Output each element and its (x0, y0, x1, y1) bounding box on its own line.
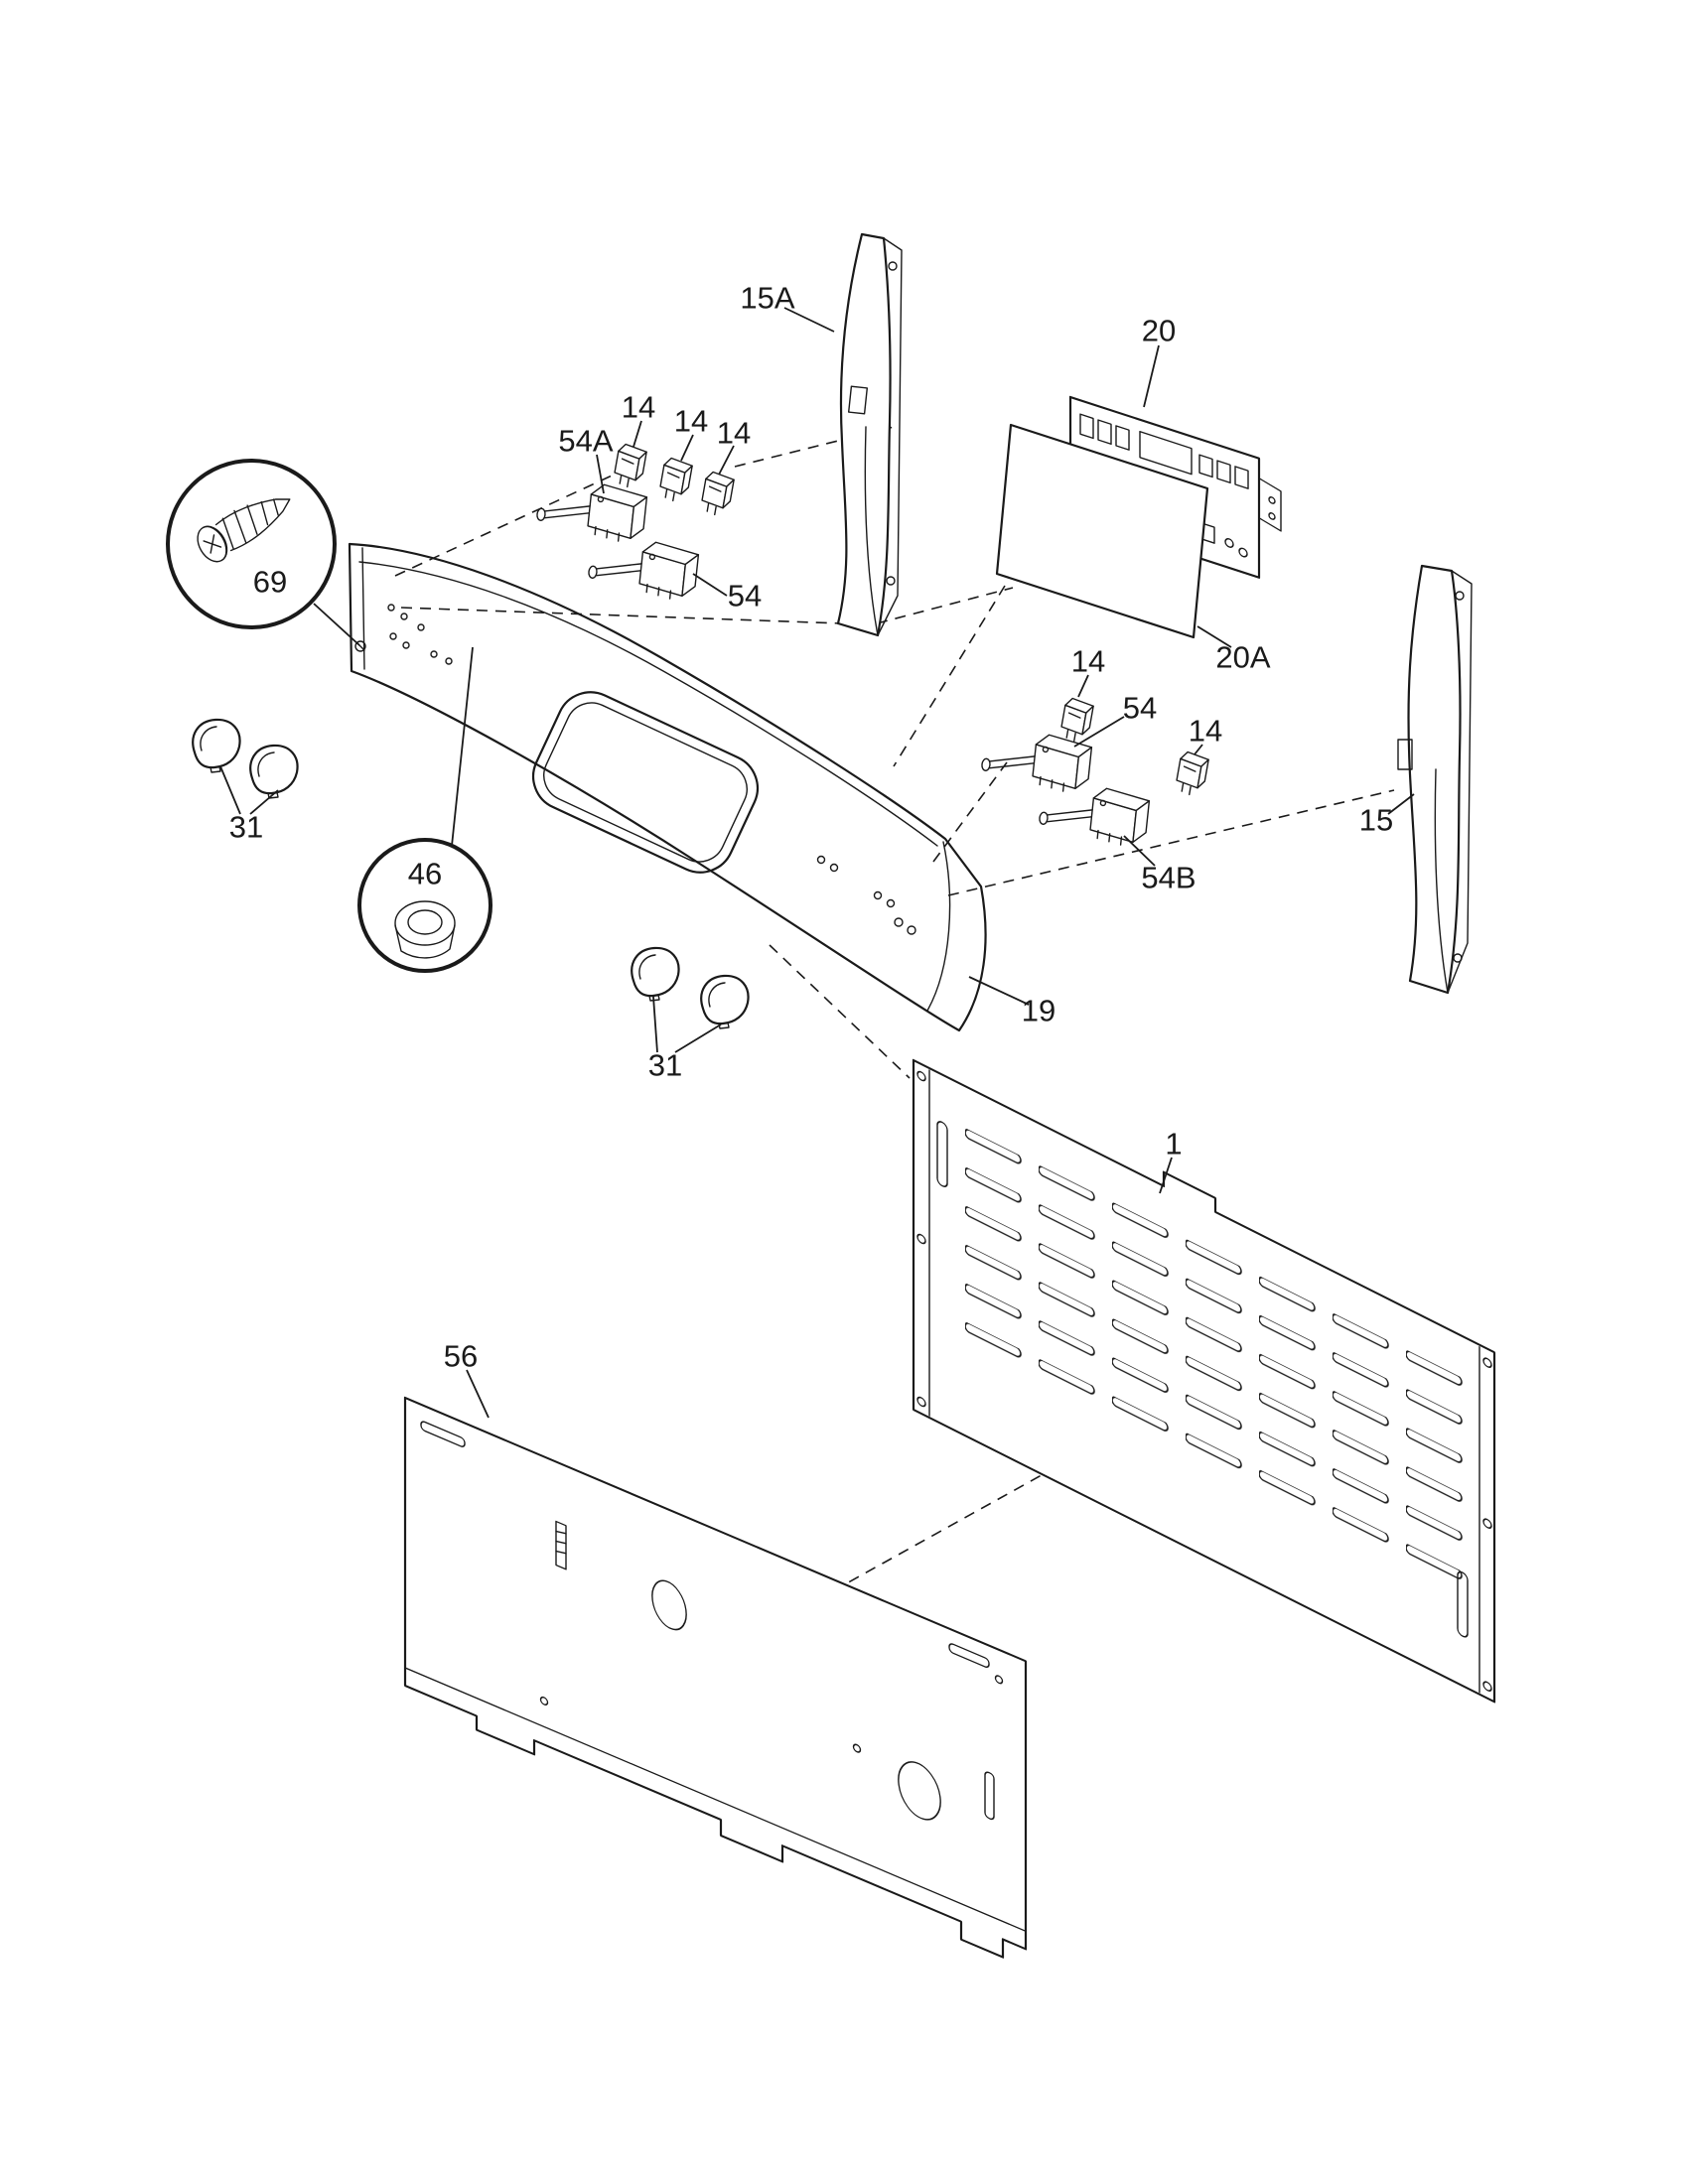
callout-56: 56 (444, 1339, 478, 1374)
callout-14-1: 14 (622, 390, 655, 425)
callout-54-top: 54 (728, 579, 762, 614)
callout-labels: 15A 20 14 14 14 54A 54 69 20A 14 54 14 1… (229, 281, 1393, 1374)
callout-20: 20 (1142, 314, 1176, 348)
part-56-lower-back-panel (403, 1396, 1028, 1959)
callout-54B: 54B (1141, 861, 1196, 895)
part-20A-overlay (995, 423, 1209, 639)
part-54B-burner-switch (1037, 780, 1151, 849)
callout-14-4: 14 (1071, 644, 1105, 679)
callout-14-2: 14 (674, 404, 708, 439)
part-14-switch-5 (1174, 750, 1210, 798)
part-31-knobs-center (631, 946, 750, 1030)
part-15A-side-trim-left (836, 232, 903, 637)
callout-19: 19 (1022, 994, 1055, 1028)
part-69-screw-detail (166, 459, 337, 629)
part-31-knobs-left (192, 718, 299, 800)
part-1-rear-panel (912, 1058, 1496, 1704)
callout-69: 69 (253, 565, 287, 600)
callout-31-left: 31 (229, 810, 263, 845)
part-14-switch-3 (699, 470, 736, 518)
callout-15A: 15A (740, 281, 794, 316)
panel-screw-holes-right (816, 855, 916, 935)
panel-screw-holes-left (354, 604, 453, 665)
louver-vents (959, 1121, 1468, 1587)
part-54-burner-switch-top (586, 534, 700, 603)
assembly-alignment-lines (394, 426, 1395, 1601)
part-54A-burner-switch (534, 477, 648, 545)
callout-20A: 20A (1215, 640, 1270, 675)
leader-lines (219, 307, 1415, 1419)
part-14-switch-2 (657, 456, 694, 504)
part-19-control-panel (348, 542, 987, 1032)
part-15-side-trim-right (1397, 564, 1473, 995)
callout-14-5: 14 (1189, 714, 1222, 749)
callout-54-right: 54 (1123, 691, 1157, 726)
callout-31-center: 31 (648, 1048, 682, 1083)
part-14-switch-1 (612, 442, 648, 490)
part-46-knob-detail (357, 838, 492, 973)
callout-14-3: 14 (717, 416, 751, 451)
callout-15: 15 (1359, 803, 1393, 838)
callout-54A: 54A (558, 424, 613, 459)
part-14-switch-4 (1058, 696, 1095, 745)
part-54-burner-switch-right (979, 727, 1093, 795)
callout-46: 46 (408, 857, 442, 891)
callout-1: 1 (1165, 1127, 1182, 1161)
